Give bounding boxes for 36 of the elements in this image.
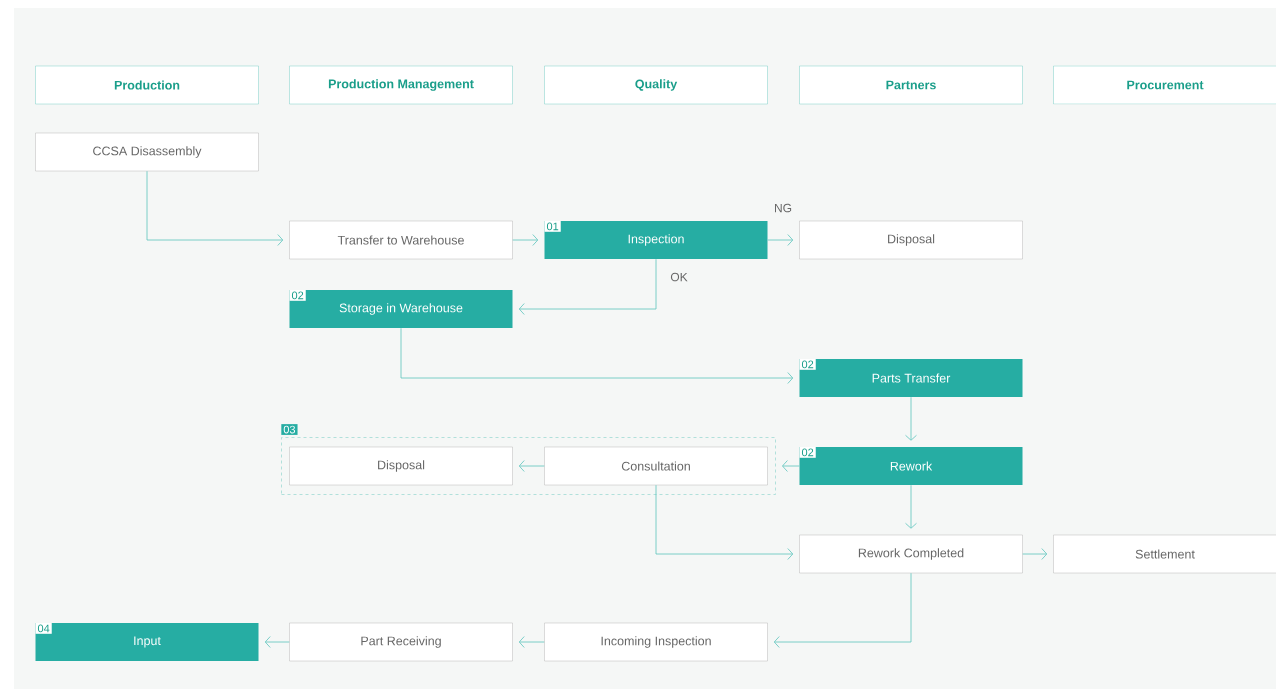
arrow	[518, 636, 545, 648]
edge-label: NG	[773, 202, 793, 214]
process-box: Disposal	[799, 220, 1023, 260]
arrow	[905, 396, 917, 441]
step-badge: 01	[544, 221, 561, 232]
arrow	[767, 234, 794, 246]
process-box: CCSA Disassembly	[35, 132, 259, 172]
column-header: Quality	[544, 65, 768, 105]
step-badge: 02	[799, 447, 816, 458]
process-box: Part Receiving	[289, 622, 513, 662]
arrow	[518, 460, 545, 472]
arrow	[1022, 548, 1048, 560]
arrow	[512, 234, 539, 246]
arrow	[655, 484, 794, 560]
column-header: Procurement	[1053, 65, 1276, 105]
column-header: Partners	[799, 65, 1023, 105]
step-badge: 02	[799, 359, 816, 370]
process-box: Consultation	[544, 446, 768, 486]
step-badge: 03	[281, 424, 298, 435]
arrow	[146, 170, 284, 246]
arrow	[264, 636, 290, 648]
process-box: Transfer to Warehouse	[289, 220, 513, 260]
step-badge: 02	[289, 290, 306, 301]
step-badge: 04	[35, 623, 52, 634]
edge-label: OK	[669, 271, 689, 283]
arrow	[518, 258, 657, 315]
process-box: Incoming Inspection	[544, 622, 768, 662]
column-header: Production Management	[289, 65, 513, 105]
arrow	[773, 572, 912, 648]
arrow	[905, 484, 917, 529]
arrow	[782, 460, 800, 472]
process-box: Disposal	[289, 446, 513, 486]
process-box: Rework Completed	[799, 534, 1023, 574]
arrow	[400, 327, 794, 384]
column-header: Production	[35, 65, 259, 105]
process-box: Settlement	[1053, 534, 1276, 574]
